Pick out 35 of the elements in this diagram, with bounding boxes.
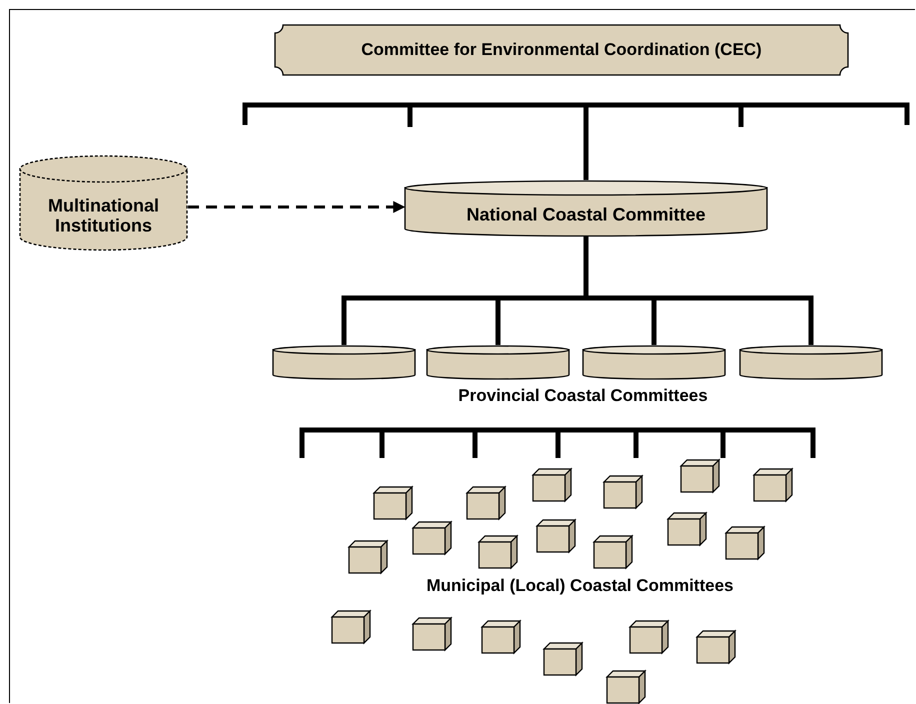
committee-cylinder (404, 180, 768, 236)
committee-cylinder (739, 345, 883, 379)
node-label: National Coastal Committee (465, 204, 707, 226)
committee-cube (413, 522, 451, 554)
dashed-cylinder (19, 155, 188, 250)
committee-cylinder (582, 345, 726, 379)
committee-cylinder (272, 345, 416, 379)
committee-cube (467, 487, 505, 519)
committee-cube (607, 671, 645, 703)
committee-cylinder (426, 345, 570, 379)
committee-cube (374, 487, 412, 519)
committee-cube (681, 460, 719, 492)
committee-cube (668, 513, 706, 545)
connector-line (584, 108, 588, 180)
node-label: Multinational Institutions (47, 194, 160, 236)
committee-cube (537, 520, 575, 552)
committee-cube (594, 536, 632, 568)
committee-cube (754, 469, 792, 501)
committee-cube (697, 631, 735, 663)
committee-cube (479, 536, 517, 568)
committee-cube (630, 621, 668, 653)
arrow (188, 201, 406, 213)
committee-cube (349, 541, 387, 573)
committee-cube (332, 611, 370, 643)
committee-cube (533, 469, 571, 501)
committee-cube (726, 527, 764, 559)
committee-cube (482, 621, 520, 653)
group-label: Provincial Coastal Committees (458, 386, 708, 406)
node-label: Committee for Environmental Coordination (CEC) (360, 40, 763, 60)
committee-cube (544, 643, 582, 675)
group-label: Municipal (Local) Coastal Committees (426, 576, 734, 596)
committee-cube (604, 476, 642, 508)
committee-cube (413, 618, 451, 650)
committee-plaque (275, 25, 848, 75)
bracket-drawing (243, 103, 909, 128)
